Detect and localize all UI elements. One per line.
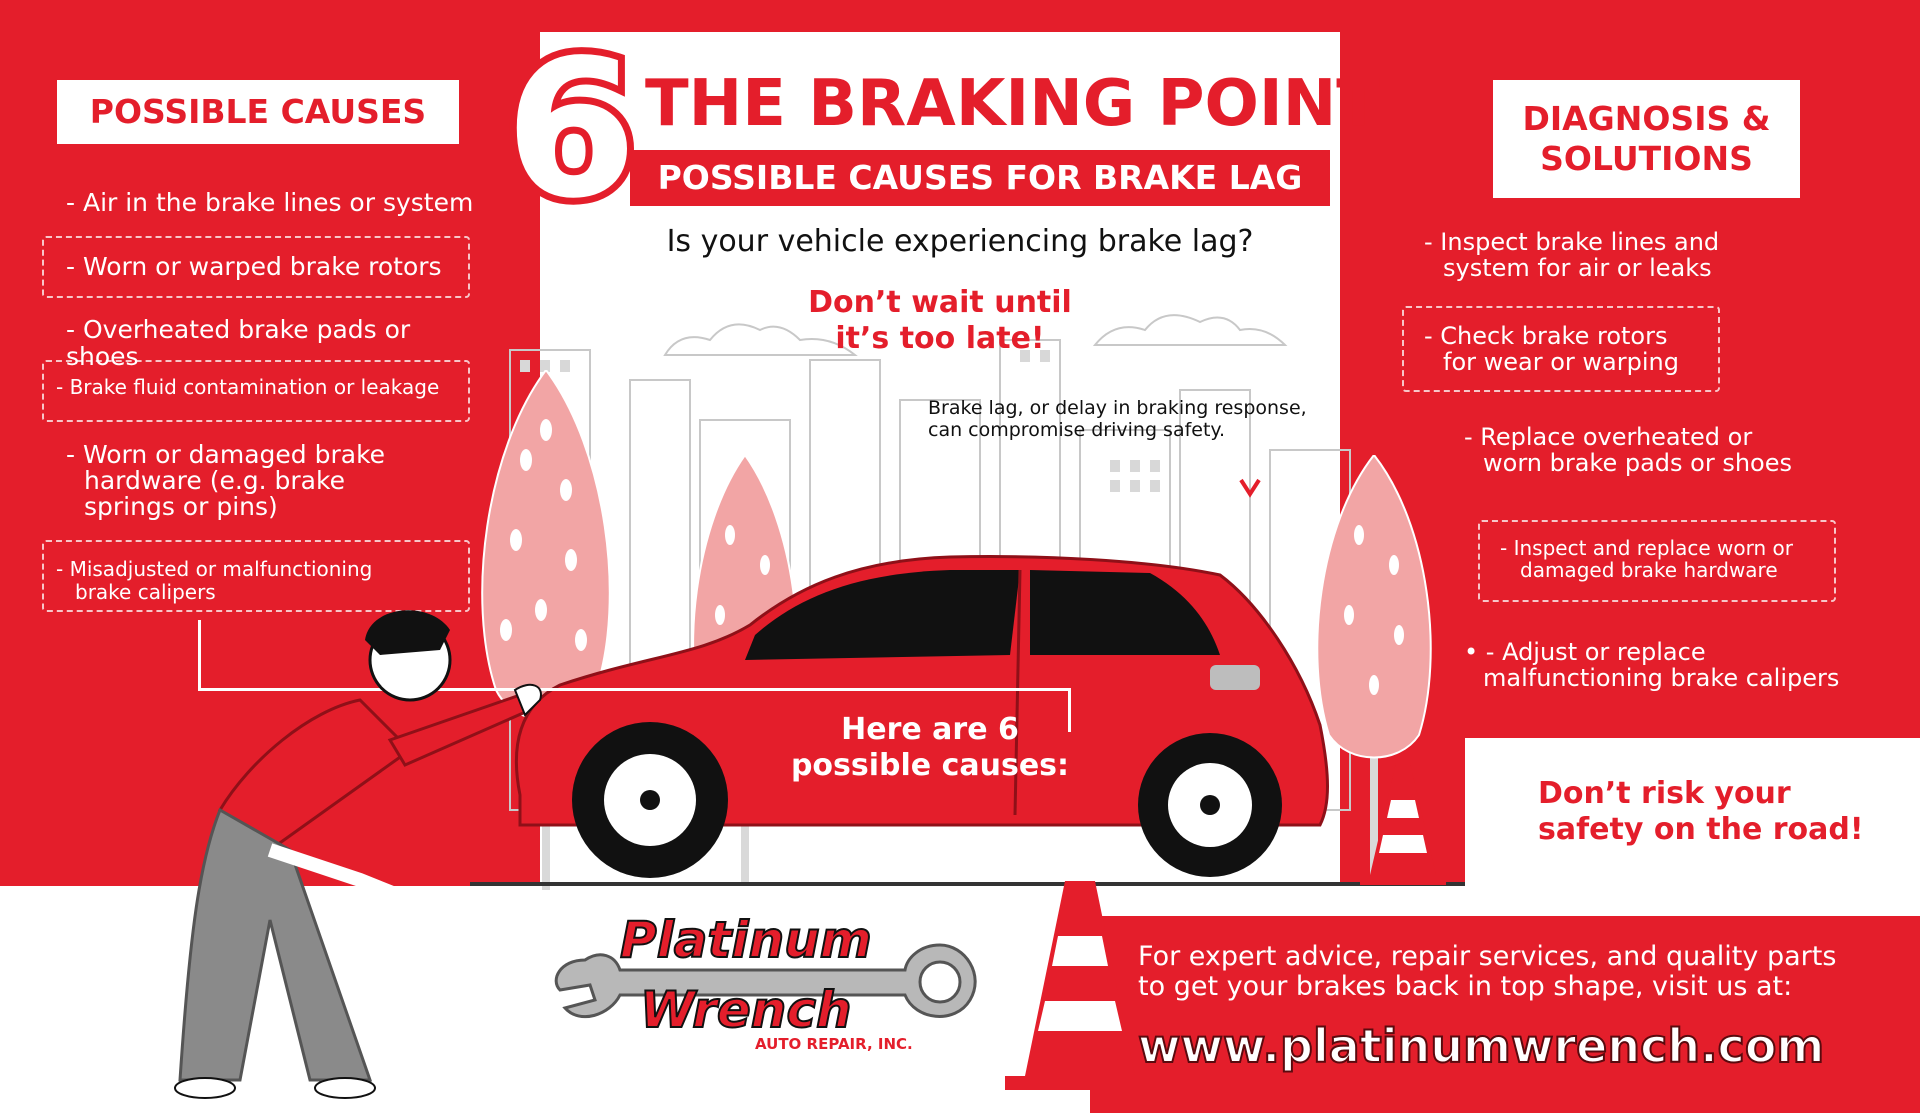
page-subtitle: POSSIBLE CAUSES FOR BRAKE LAG — [630, 150, 1330, 206]
intro-line-1: Brake lag, or delay in braking response, — [928, 397, 1307, 419]
solution-item: - Inspect brake lines and — [1424, 228, 1720, 256]
traffic-cone-icon — [1005, 881, 1155, 1090]
warning-line-2: it’s too late! — [835, 321, 1045, 356]
callout-line-1: Here are 6 — [841, 712, 1019, 747]
logo-line-1: Platinum — [619, 910, 873, 970]
logo-tagline: AUTO REPAIR, INC. — [755, 1035, 913, 1053]
callout-line-2: possible causes: — [790, 748, 1070, 783]
intro-line-2: can compromise driving safety. — [928, 419, 1226, 441]
tree-icon — [1316, 455, 1432, 885]
page-title: THE BRAKING POINT — [645, 67, 1380, 141]
cause-box — [42, 540, 470, 612]
cause-box — [42, 236, 470, 298]
callout-line — [198, 688, 1068, 691]
logo-line-2: Wrench — [639, 980, 853, 1040]
cloud-icon — [663, 323, 858, 356]
chevron-down-icon — [1239, 478, 1261, 498]
solution-box — [1478, 520, 1836, 602]
cause-box — [42, 360, 470, 422]
cloud-icon — [1092, 314, 1288, 346]
solutions-heading-line-1: DIAGNOSIS & — [1522, 99, 1771, 139]
cause-item: - Worn or damaged brake — [66, 440, 386, 469]
cause-item: - Brake fluid contamination or leakage — [56, 375, 440, 399]
solution-box — [1402, 306, 1720, 392]
wrench-icon — [554, 943, 977, 1019]
cause-item: - Misadjusted or malfunctioning — [56, 557, 373, 581]
callout-line — [198, 620, 201, 690]
causes-heading: POSSIBLE CAUSES — [57, 80, 459, 144]
cause-item: brake calipers — [75, 580, 216, 604]
solution-item: malfunctioning brake calipers — [1483, 664, 1840, 692]
big-number: 6 — [498, 19, 644, 240]
solution-item: for wear or warping — [1443, 348, 1679, 376]
footer-line-1: For expert advice, repair services, and … — [1138, 941, 1837, 972]
solution-item: damaged brake hardware — [1520, 558, 1778, 582]
cause-item: hardware (e.g. brake — [84, 466, 345, 495]
warning-line-1: Don’t wait until — [808, 285, 1072, 320]
solution-item: - Inspect and replace worn or — [1500, 536, 1793, 560]
footer-line-2: to get your brakes back in top shape, vi… — [1138, 971, 1793, 1002]
safety-line-2: safety on the road! — [1538, 812, 1864, 847]
cause-item: - Worn or warped brake rotors — [66, 252, 442, 281]
solution-item: - Replace overheated or — [1464, 423, 1753, 451]
cause-item: - Air in the brake lines or system — [66, 188, 474, 217]
question-text: Is your vehicle experiencing brake lag? — [666, 224, 1254, 259]
ground-line — [470, 882, 1465, 886]
safety-line-1: Don’t risk your — [1538, 776, 1791, 811]
white-strip-right — [1465, 738, 1920, 888]
solution-item: system for air or leaks — [1443, 254, 1712, 282]
website-link[interactable]: www.platinumwrench.com — [1137, 1018, 1825, 1074]
cause-item: - Overheated brake pads or shoes — [66, 315, 411, 371]
solution-item: • - Adjust or replace — [1464, 638, 1706, 666]
mechanic-figure — [174, 610, 542, 1099]
solution-item: worn brake pads or shoes — [1483, 449, 1792, 477]
solutions-heading: DIAGNOSIS & SOLUTIONS — [1493, 80, 1800, 198]
cause-item: springs or pins) — [84, 492, 278, 521]
callout-line — [1068, 688, 1071, 732]
solutions-heading-line-2: SOLUTIONS — [1540, 139, 1753, 178]
footer-red-band — [1090, 916, 1920, 1113]
traffic-cone-icon — [1360, 763, 1446, 885]
solution-item: - Check brake rotors — [1424, 322, 1668, 350]
